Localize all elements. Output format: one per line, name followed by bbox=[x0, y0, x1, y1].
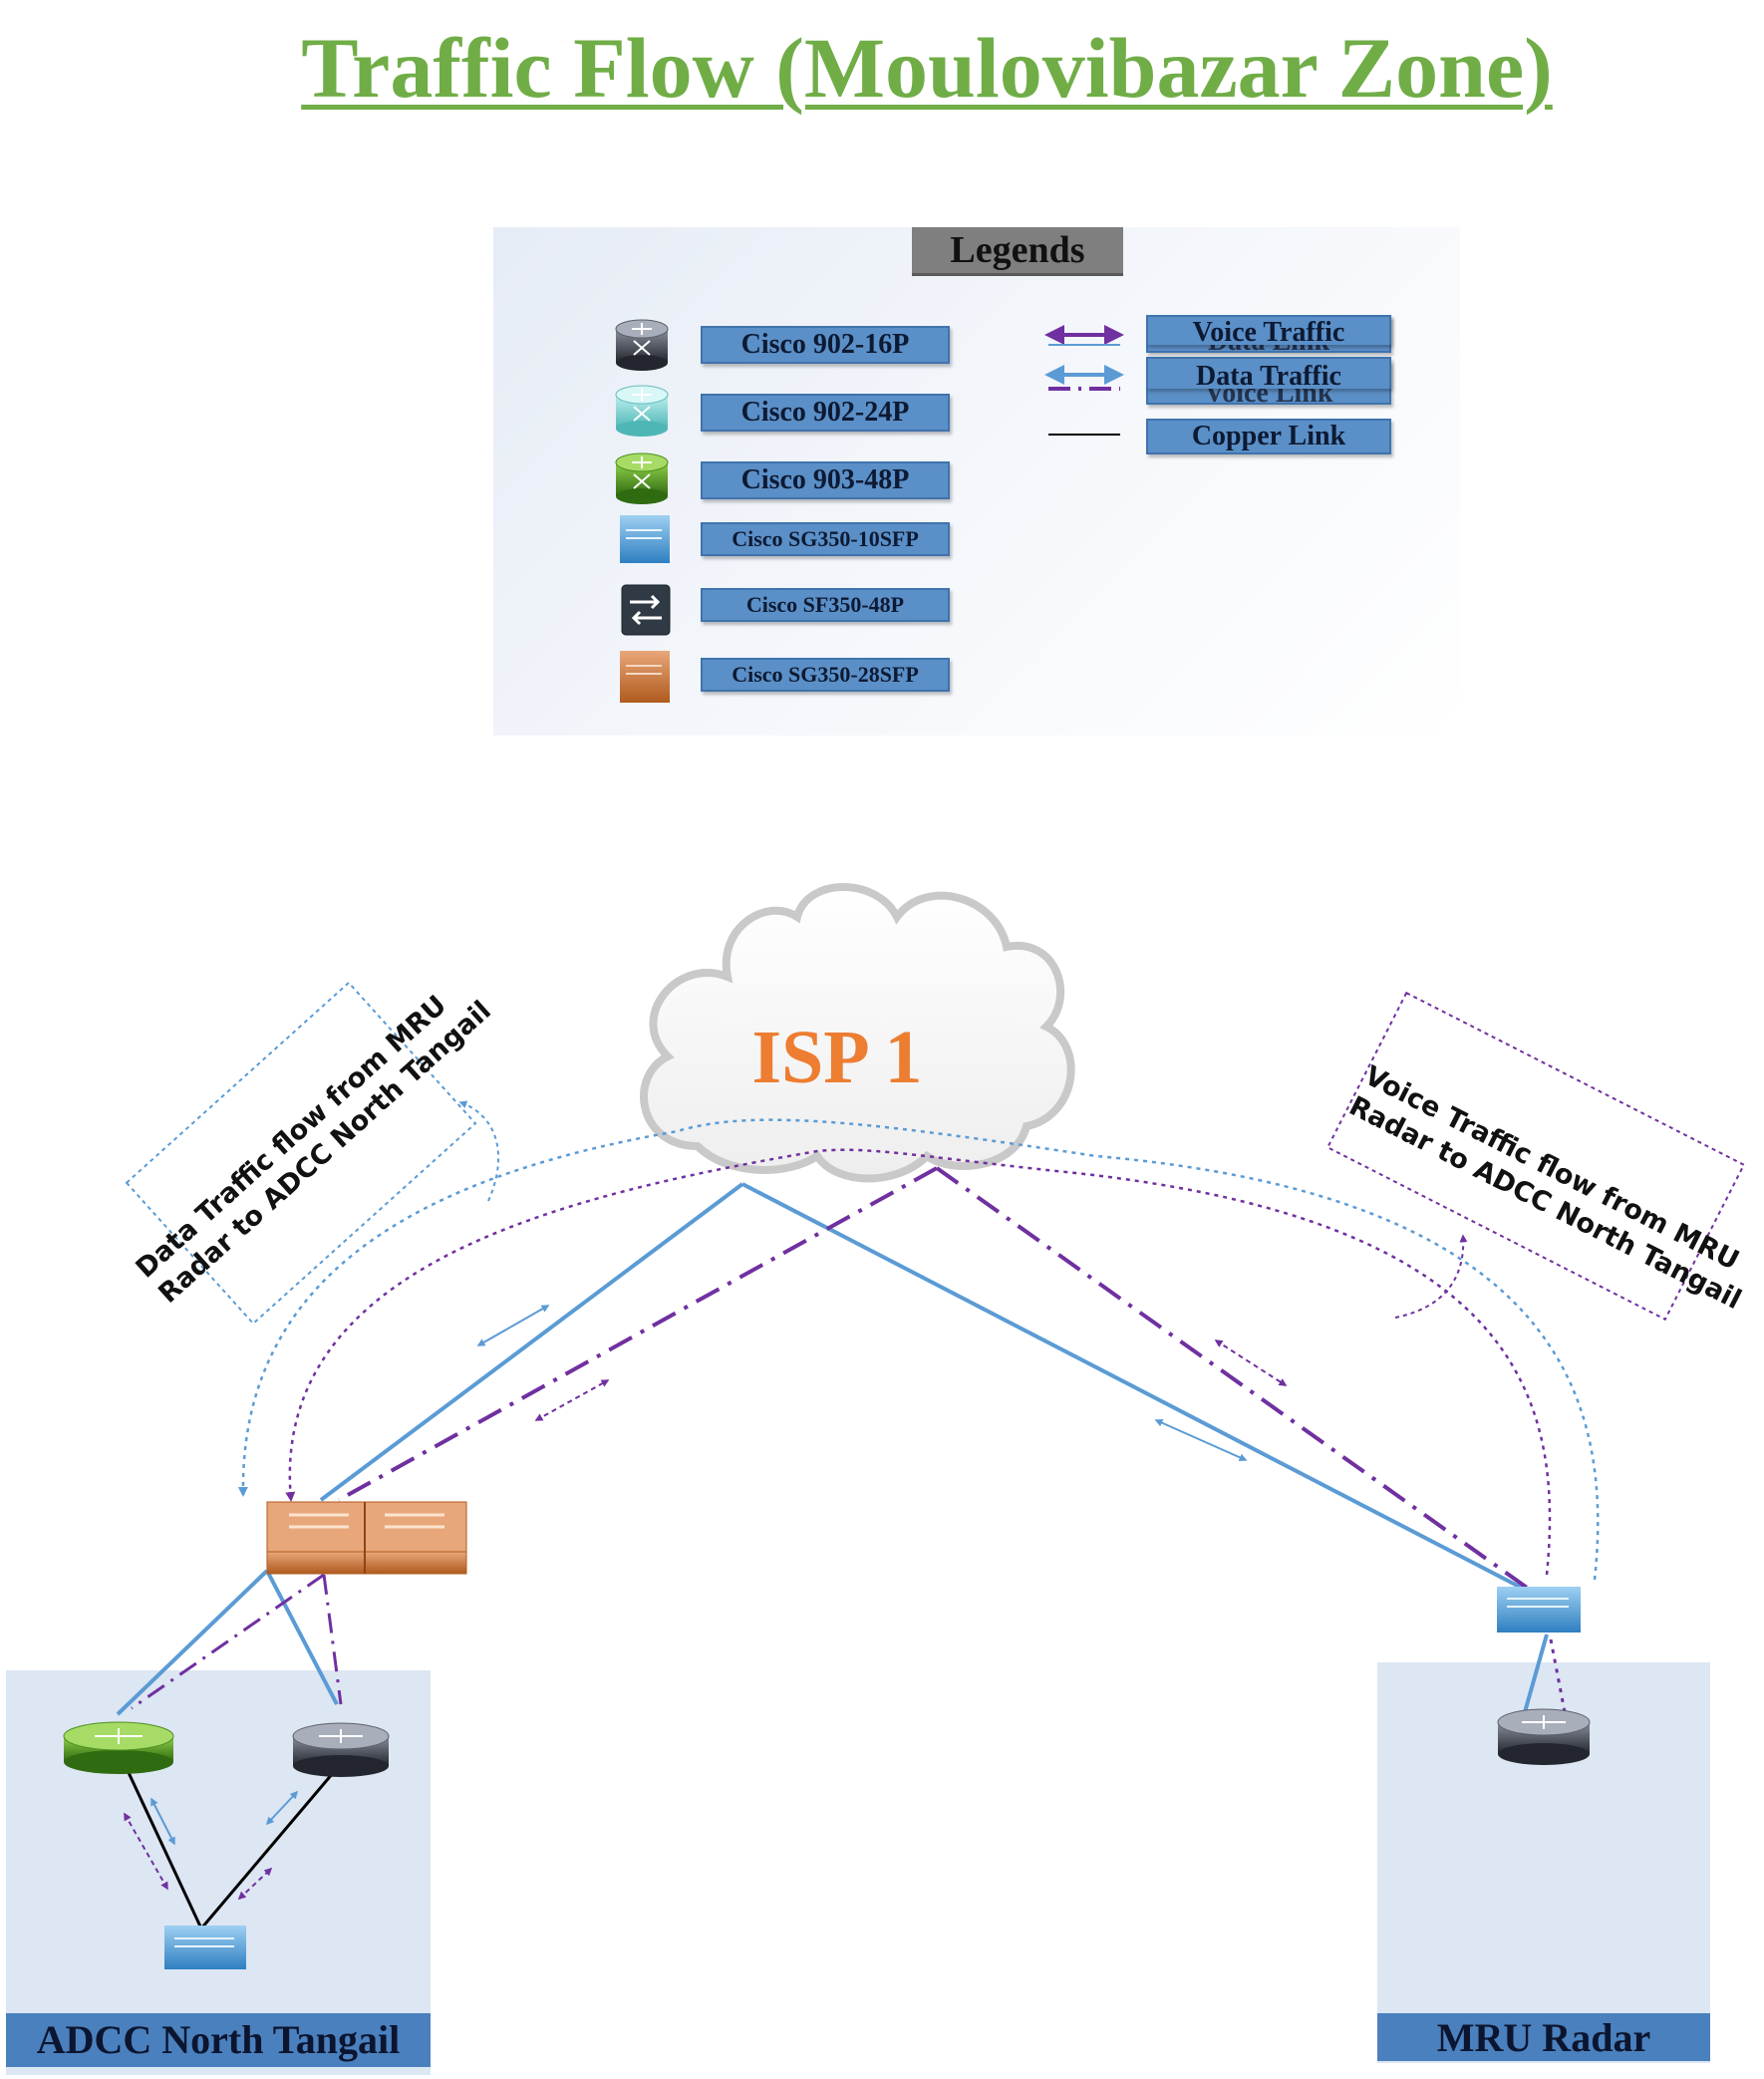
small-arrow-adcc-voice-2 bbox=[237, 1867, 273, 1901]
data-callout-connector bbox=[458, 1100, 500, 1202]
zone-label-adcc: ADCC North Tangail bbox=[6, 2013, 431, 2067]
data-link-isp-to-mru-switch bbox=[741, 1182, 1536, 1597]
data-link-isp-to-adcc-switch bbox=[319, 1182, 744, 1502]
switch-blue-icon bbox=[620, 515, 670, 563]
voice-callout-box bbox=[1325, 991, 1746, 1322]
voice-traffic-flow-arc bbox=[285, 1148, 1552, 1576]
legend-label-cisco-sf350-48p: Cisco SF350-48P bbox=[701, 588, 950, 622]
adcc-sg350-10sfp-switch[interactable] bbox=[164, 1926, 246, 1969]
legend-label-data-traffic: Data Traffic bbox=[1146, 357, 1391, 389]
small-arrow-data-left bbox=[476, 1305, 550, 1346]
voice-link-mru-switch-to-router bbox=[1549, 1638, 1569, 1723]
legend-label-cisco-sg350-10sfp: Cisco SG350-10SFP bbox=[701, 522, 950, 556]
legend-header: Legends bbox=[912, 227, 1123, 276]
voice-link-adcc-switch-to-green-router bbox=[131, 1573, 325, 1710]
page-title: Traffic Flow (Moulovibazar Zone) bbox=[301, 20, 1553, 116]
switch-orange-icon bbox=[620, 651, 670, 703]
small-arrow-data-right bbox=[1154, 1418, 1248, 1462]
isp-cloud-label: ISP 1 bbox=[751, 1016, 923, 1099]
legend-label-cisco-sg350-28sfp: Cisco SG350-28SFP bbox=[701, 658, 950, 692]
isp-cloud bbox=[640, 883, 1075, 1183]
voice-link-isp-to-mru-switch bbox=[935, 1166, 1532, 1592]
zone-label-mru: MRU Radar bbox=[1377, 2013, 1710, 2061]
voice-callout-connector bbox=[1394, 1234, 1468, 1319]
data-callout-box bbox=[125, 981, 477, 1326]
mru-sg350-10sfp-switch[interactable] bbox=[1497, 1587, 1581, 1633]
copper-link-dark-router-to-switch bbox=[199, 1765, 341, 1930]
legend-label-cisco-903-48p: Cisco 903-48P bbox=[701, 461, 950, 499]
small-arrow-adcc-data-2 bbox=[265, 1790, 299, 1826]
copper-link-green-router-to-switch bbox=[123, 1763, 203, 1930]
small-arrow-adcc-data-1 bbox=[150, 1797, 175, 1846]
small-arrow-voice-right bbox=[1214, 1339, 1288, 1386]
data-traffic-flow-arc bbox=[237, 1118, 1600, 1581]
adcc-cisco-903-48p-router[interactable] bbox=[63, 1721, 174, 1774]
router-green-icon bbox=[615, 452, 669, 504]
mru-cisco-902-16p-router[interactable] bbox=[1497, 1708, 1591, 1765]
legend-voice-traffic-sample bbox=[1044, 325, 1124, 346]
switch-dark-icon bbox=[621, 584, 671, 636]
voice-link-isp-to-adcc-switch bbox=[338, 1166, 938, 1502]
data-link-adcc-switch-to-green-router bbox=[116, 1569, 269, 1716]
adcc-sg350-28sfp-switch-stack[interactable] bbox=[266, 1501, 467, 1575]
adcc-cisco-902-16p-router[interactable] bbox=[292, 1722, 390, 1777]
router-cyan-icon bbox=[615, 385, 669, 437]
small-arrow-adcc-voice-1 bbox=[124, 1812, 168, 1891]
legend-label-cisco-902-24p: Cisco 902-24P bbox=[701, 394, 950, 432]
legend-label-voice-traffic: Voice Traffic bbox=[1146, 315, 1391, 345]
legend-label-copper-link: Copper Link bbox=[1146, 419, 1391, 454]
data-link-mru-switch-to-router bbox=[1521, 1634, 1549, 1720]
router-dark-icon bbox=[615, 319, 669, 371]
legend-label-cisco-902-16p: Cisco 902-16P bbox=[701, 326, 950, 364]
legend-data-traffic-sample bbox=[1044, 365, 1124, 391]
small-arrow-voice-left bbox=[534, 1379, 610, 1421]
data-link-adcc-switch-to-dark-router bbox=[265, 1570, 339, 1705]
